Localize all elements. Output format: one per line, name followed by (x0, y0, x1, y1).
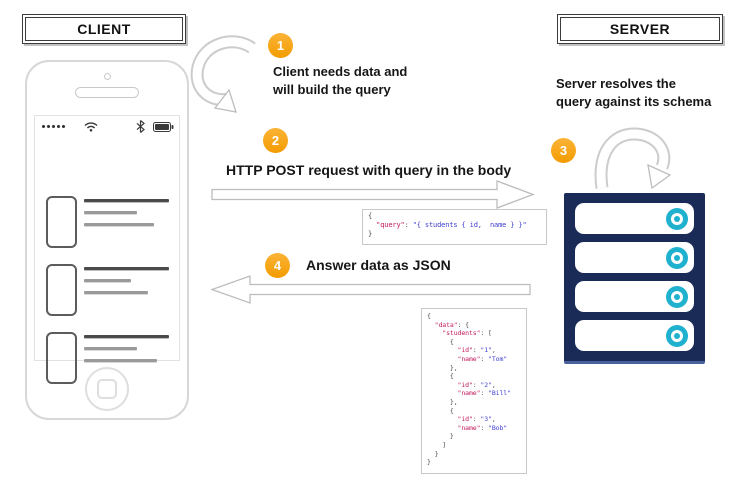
step-2-badge: 2 (263, 128, 288, 153)
build-query-loop-arrow-icon (190, 35, 256, 113)
text-placeholder-lines (84, 199, 169, 235)
step-4-number: 4 (273, 258, 282, 273)
step-1-caption-line2: will build the query (273, 82, 391, 97)
phone-screen (34, 115, 180, 384)
step-3-badge: 3 (551, 138, 576, 163)
server-slot (575, 203, 694, 234)
server-title-box: SERVER (557, 14, 723, 44)
text-placeholder-lines (84, 335, 169, 371)
query-json-snippet: { "query": "{ students { id, name } }"} (362, 209, 547, 245)
signal-dots-icon (42, 125, 65, 128)
record-icon (666, 324, 688, 347)
step-3-number: 3 (559, 143, 568, 158)
step-4-badge: 4 (265, 253, 290, 278)
step-4-caption: Answer data as JSON (306, 257, 451, 273)
server-description-line2: query against its schema (556, 94, 712, 109)
thumbnail-placeholder (46, 196, 77, 248)
response-json-snippet: { "data": { "students": [ { "id": "1", "… (421, 308, 527, 474)
thumbnail-placeholder (46, 264, 77, 316)
http-post-arrow-icon (211, 180, 535, 209)
text-placeholder-lines (84, 267, 169, 303)
server-description-line1: Server resolves the (556, 76, 676, 91)
phone-status-bar (40, 119, 174, 134)
list-item (46, 264, 169, 316)
list-item (46, 332, 169, 384)
step-1-caption-line1: Client needs data and (273, 64, 408, 79)
step-1-badge: 1 (268, 33, 293, 58)
step-1-number: 1 (276, 38, 285, 53)
answer-arrow-icon (210, 275, 531, 304)
record-icon (666, 246, 688, 269)
client-title: CLIENT (25, 17, 183, 41)
server-illustration (564, 193, 705, 364)
phone-camera-icon (104, 73, 111, 80)
client-title-box: CLIENT (22, 14, 186, 44)
phone-wireframe (25, 60, 189, 420)
wifi-icon (84, 122, 98, 132)
bluetooth-icon (136, 120, 145, 133)
server-slot (575, 320, 694, 351)
server-title: SERVER (560, 17, 720, 41)
list-item (46, 196, 169, 248)
record-icon (666, 207, 688, 230)
home-button-icon (85, 367, 129, 411)
record-icon (666, 285, 688, 308)
resolve-loop-arrow-icon (594, 127, 672, 190)
battery-icon (153, 121, 174, 132)
step-1-caption: Client needs data and will build the que… (273, 63, 453, 99)
phone-speaker-icon (75, 87, 139, 98)
step-2-caption: HTTP POST request with query in the body (226, 162, 512, 178)
server-description: Server resolves the query against its sc… (556, 75, 732, 111)
thumbnail-placeholder (46, 332, 77, 384)
server-slot (575, 242, 694, 273)
server-slot (575, 281, 694, 312)
step-2-number: 2 (271, 133, 280, 148)
